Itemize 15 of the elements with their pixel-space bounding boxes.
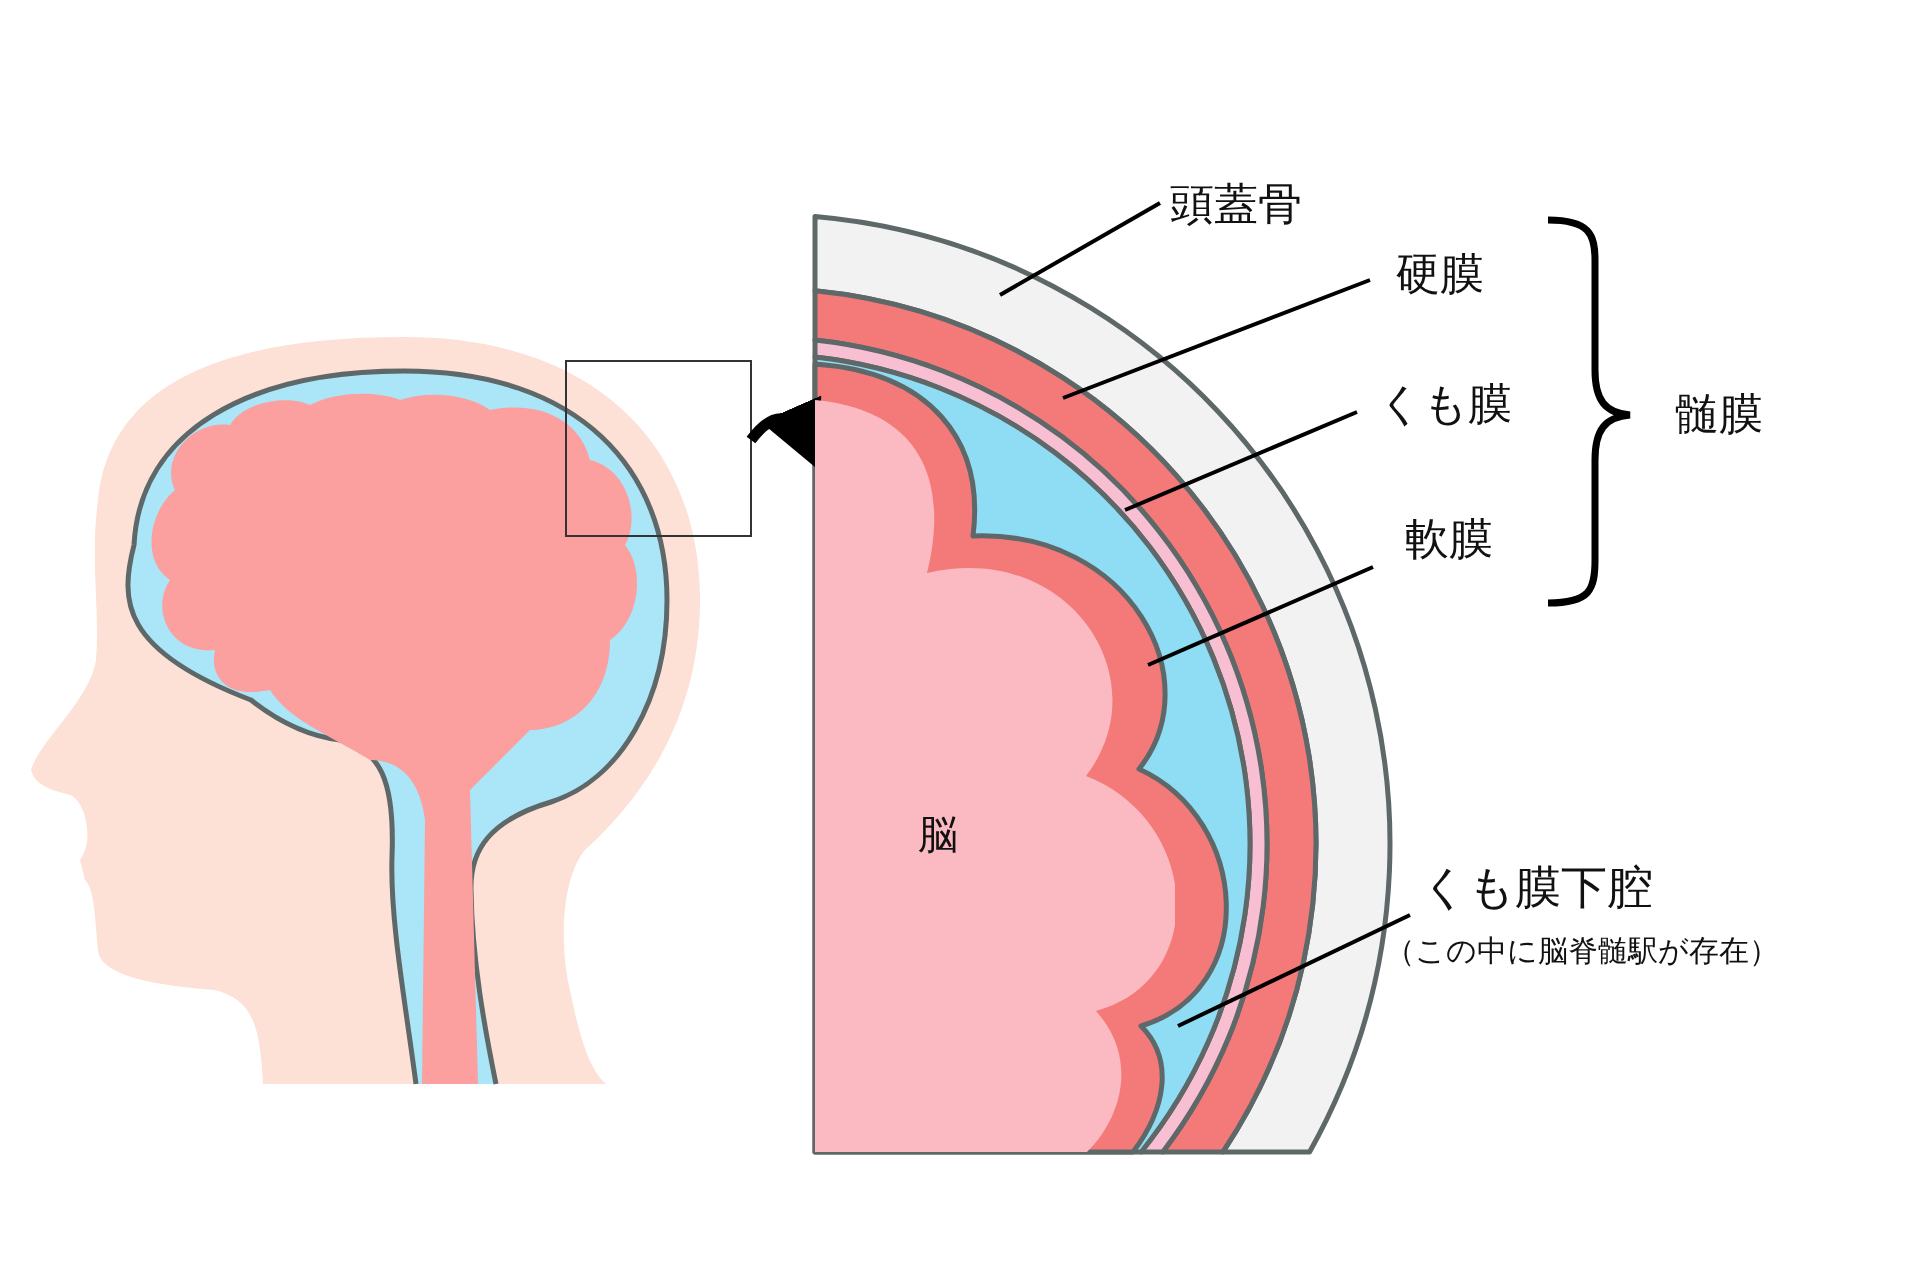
group-label: 髄膜 (1675, 390, 1763, 439)
part-label: くも膜 (1378, 380, 1512, 429)
region-label: 脳 (918, 812, 958, 856)
leader-line (1124, 410, 1358, 512)
leader-line (1147, 565, 1374, 667)
leader-line (1062, 278, 1371, 400)
note-text: （この中に脳脊髄駅が存在） (1385, 934, 1779, 967)
part-label: 頭蓋骨 (1170, 180, 1302, 229)
leader-line (999, 201, 1161, 297)
part-label: 硬膜 (1396, 250, 1484, 299)
zoom-frame (565, 360, 752, 537)
curved-arrow (746, 394, 820, 469)
part-label: 軟膜 (1405, 515, 1493, 564)
part-label: くも膜下腔 (1421, 862, 1653, 913)
leader-line (1177, 913, 1411, 1028)
